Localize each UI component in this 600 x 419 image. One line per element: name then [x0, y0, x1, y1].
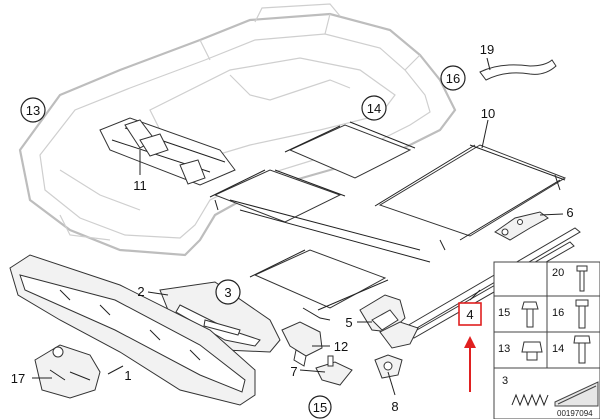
- part-8-clip: [374, 354, 403, 379]
- callout-3: 3: [224, 285, 231, 300]
- part-7-clip: [315, 355, 353, 386]
- callout-12: 12: [334, 339, 348, 354]
- grid-label-16: 16: [552, 307, 564, 319]
- callout-numbers: 19 10 11 6 2 5 12 7 1 17 8: [11, 42, 574, 414]
- callout-circle-14: [361, 95, 387, 121]
- callout-circle-16: [440, 65, 466, 91]
- callout-14: 14: [367, 101, 381, 116]
- screw-15-icon: [521, 301, 539, 328]
- callout-2: 2: [137, 284, 144, 299]
- callout-circle-13: [20, 97, 46, 123]
- callout-17: 17: [11, 371, 25, 386]
- roof-frame: [18, 3, 457, 257]
- part-19-cable: [479, 59, 557, 81]
- callout-16: 16: [446, 71, 460, 86]
- part-1-front-panel: [9, 254, 256, 406]
- callout-4: 4: [466, 307, 473, 322]
- highlight-box: [458, 302, 482, 326]
- callout-8: 8: [391, 399, 398, 414]
- callout-11: 11: [133, 178, 147, 193]
- grid-label-20: 20: [552, 267, 564, 279]
- callout-circle-15: [308, 395, 332, 419]
- nut-13-icon: [521, 341, 543, 361]
- screw-20-icon: [576, 265, 588, 292]
- part-6-guide: [494, 211, 549, 241]
- leader-lines: [32, 57, 564, 396]
- part-12-bracket: [281, 321, 323, 367]
- callout-7: 7: [290, 364, 297, 379]
- callout-19: 19: [480, 42, 494, 57]
- part-2-trim: [159, 281, 281, 353]
- spring-3-icon: [511, 393, 549, 407]
- highlight-arrow-head: [464, 336, 476, 348]
- reference-number: 00197094: [557, 409, 593, 418]
- screw-16-icon: [575, 299, 589, 329]
- callout-10: 10: [481, 106, 495, 121]
- screw-14-icon: [573, 335, 591, 364]
- grid-label-13: 13: [498, 343, 510, 355]
- callout-6: 6: [566, 205, 573, 220]
- part-11-bracket: [99, 117, 236, 186]
- part-5-mechanism: [359, 294, 419, 349]
- highlight-part-4: 4: [458, 302, 482, 392]
- grid-label-15: 15: [498, 307, 510, 319]
- fastener-grid: 20 15 16 13 14 3: [493, 261, 600, 419]
- part-17-motor: [34, 344, 101, 399]
- grid-label-14: 14: [552, 343, 564, 355]
- callout-15: 15: [313, 400, 327, 415]
- callout-13: 13: [26, 103, 40, 118]
- callout-1: 1: [124, 368, 131, 383]
- callout-circles: 13 14 16 3 15: [20, 65, 466, 419]
- sunblind-panels: [209, 121, 567, 321]
- callout-circle-3: [215, 279, 241, 305]
- callout-5: 5: [345, 315, 352, 330]
- grid-label-3: 3: [502, 375, 508, 387]
